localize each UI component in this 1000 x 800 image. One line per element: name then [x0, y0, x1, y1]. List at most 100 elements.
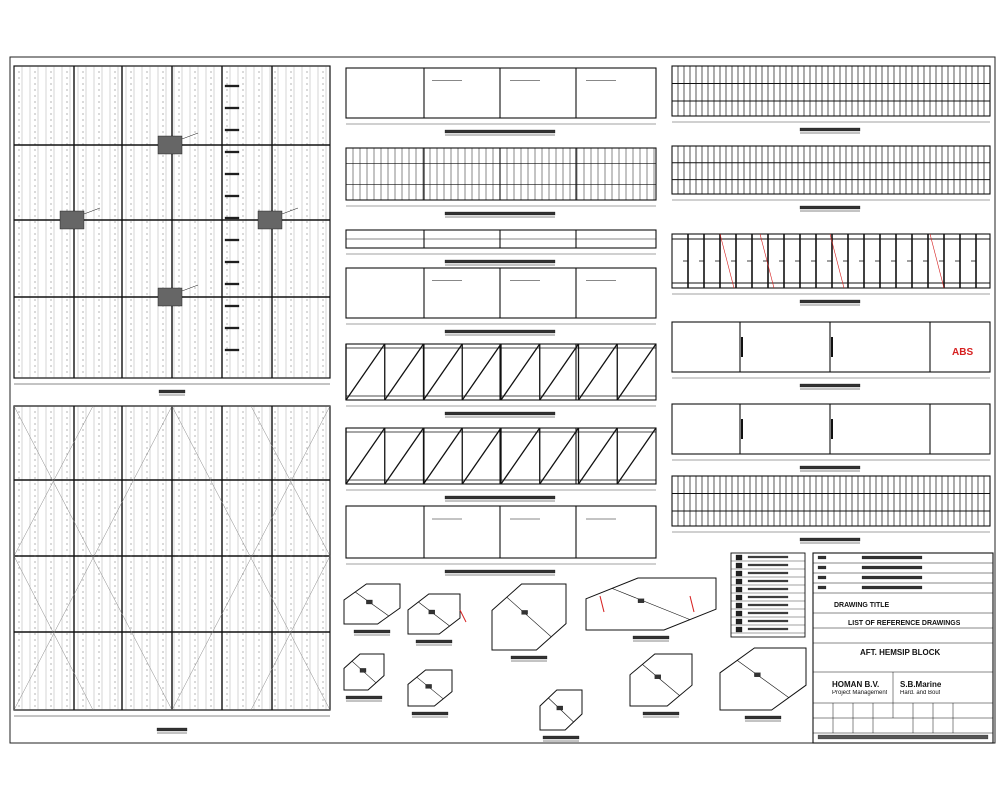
legend-text — [747, 563, 789, 567]
bracing-diagonal — [13, 555, 94, 711]
view-caption — [642, 711, 680, 716]
revision-code — [817, 575, 827, 580]
dimension-label — [224, 150, 240, 154]
view-caption — [156, 727, 188, 732]
revision-code — [817, 585, 827, 590]
dimension-label — [224, 216, 240, 220]
leader-line — [281, 207, 299, 215]
truss-diagonal — [461, 343, 502, 401]
legend-text — [747, 611, 789, 615]
legend-symbol — [735, 626, 743, 633]
detail-profile — [343, 653, 385, 691]
truss-diagonal — [577, 343, 618, 401]
dimension-label — [224, 194, 240, 198]
legend-symbol — [735, 618, 743, 625]
detail-profile — [407, 593, 461, 635]
deck-plan-upper — [13, 65, 331, 396]
dimension-label — [224, 84, 240, 88]
detail-label — [425, 684, 432, 689]
truss-diagonal — [422, 427, 463, 485]
revision-mark — [829, 233, 845, 289]
legend-symbol — [735, 602, 743, 609]
view-caption — [799, 537, 861, 542]
client-name: HOMAN B.V. — [832, 680, 880, 689]
truss-diagonal — [422, 343, 463, 401]
detail-label — [754, 672, 761, 677]
truss-diagonal — [500, 427, 541, 485]
view-caption — [415, 639, 453, 644]
section-outline — [345, 505, 657, 559]
legend-text — [747, 619, 789, 623]
title-block-note — [817, 734, 989, 740]
view-caption — [345, 695, 383, 700]
view-caption — [799, 465, 861, 470]
detail-label — [521, 610, 528, 615]
section-outline — [671, 65, 991, 117]
view-caption — [799, 205, 861, 210]
sheet-border — [9, 56, 996, 744]
legend-symbol — [735, 578, 743, 585]
drawing-title-label: DRAWING TITLE — [834, 602, 890, 609]
truss-diagonal — [539, 343, 580, 401]
dimension-label — [224, 304, 240, 308]
legend-text — [747, 603, 789, 607]
section-outline — [345, 147, 657, 201]
detail-label — [428, 609, 435, 615]
truss-diagonal — [616, 343, 657, 401]
legend-text — [747, 627, 789, 631]
bracing-diagonal — [13, 405, 173, 711]
reference-list-title: LIST OF REFERENCE DRAWINGS — [848, 620, 961, 627]
symbol-legend — [730, 552, 806, 638]
truss-diagonal — [616, 427, 657, 485]
view-caption — [444, 411, 556, 416]
legend-text — [747, 579, 789, 583]
detail-label — [654, 674, 661, 679]
leader-line — [83, 207, 101, 215]
detail-web — [737, 660, 789, 698]
detail-label — [359, 668, 367, 673]
legend-text — [747, 555, 789, 559]
dimension-label — [224, 260, 240, 264]
detail-web — [642, 664, 680, 696]
deck-plan-lower — [13, 405, 331, 734]
block-title: AFT. HEMSIP BLOCK — [860, 648, 941, 657]
detail-web — [506, 596, 552, 638]
revision-code — [817, 555, 827, 560]
view-caption — [444, 259, 556, 264]
truss-diagonal — [384, 343, 425, 401]
revision-text — [861, 565, 923, 570]
detail-profile — [407, 669, 453, 707]
dimension-label — [224, 128, 240, 132]
truss-diagonal — [384, 427, 425, 485]
detail-profile — [585, 577, 717, 631]
section-outline — [671, 321, 991, 373]
construction-details — [343, 577, 807, 742]
legend-text — [747, 571, 789, 575]
legend-text — [747, 595, 789, 599]
section-outline — [345, 267, 657, 319]
hatched-opening — [59, 210, 85, 230]
revision-text — [861, 575, 923, 580]
legend-symbol — [735, 554, 743, 561]
view-caption — [444, 329, 556, 334]
legend-symbol — [735, 586, 743, 593]
dimension-label — [224, 348, 240, 352]
revision-mark — [599, 595, 605, 613]
revision-mark — [759, 233, 775, 289]
leader-line — [181, 132, 199, 140]
view-caption — [444, 129, 556, 134]
title-block-frame — [812, 552, 994, 744]
hatched-opening — [157, 287, 183, 307]
detail-profile — [719, 647, 807, 711]
section-outline — [345, 67, 657, 119]
frame-sections — [671, 65, 991, 544]
view-caption — [444, 495, 556, 500]
dimension-label — [224, 172, 240, 176]
view-caption — [744, 715, 782, 720]
bracing-diagonal — [250, 405, 331, 557]
bracing-diagonal — [250, 555, 331, 711]
detail-label — [366, 599, 373, 605]
dimension-label — [224, 238, 240, 242]
bracing-diagonal — [13, 405, 94, 557]
truss-diagonal — [345, 427, 386, 485]
